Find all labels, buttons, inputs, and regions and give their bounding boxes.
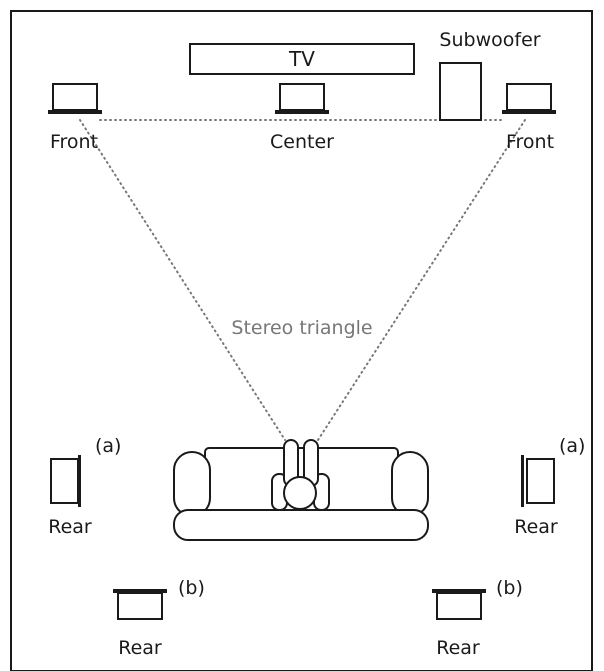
rear-left-b-label: Rear xyxy=(118,637,162,659)
listener xyxy=(271,439,330,511)
stereo-triangle-right-edge xyxy=(317,119,526,441)
stereo-triangle-left-edge xyxy=(79,119,286,441)
rear-left-b-tag: (b) xyxy=(178,577,205,599)
rear-left-a-tag: (a) xyxy=(95,435,121,457)
sofa xyxy=(173,447,429,541)
front-left-speaker xyxy=(48,83,102,114)
rear-right-b-label: Rear xyxy=(436,637,480,659)
sofa-left-arm xyxy=(173,451,211,517)
tv-shape xyxy=(189,43,415,75)
sofa-seat xyxy=(173,509,429,541)
rear-left-a-label: Rear xyxy=(48,516,92,538)
center-label: Center xyxy=(270,131,334,153)
subwoofer-shape xyxy=(439,62,482,121)
rear-right-a-tag: (a) xyxy=(559,435,585,457)
sofa-right-arm xyxy=(391,451,429,517)
stereo-triangle-label: Stereo triangle xyxy=(231,317,372,339)
diagram-frame xyxy=(10,10,593,671)
center-speaker xyxy=(275,83,329,114)
rear-left-b-speaker xyxy=(113,589,167,620)
front-left-label: Front xyxy=(50,131,98,153)
rear-right-b-speaker xyxy=(432,589,486,620)
tv-label: TV xyxy=(288,47,315,71)
rear-left-a-speaker xyxy=(50,455,81,507)
subwoofer-label: Subwoofer xyxy=(439,29,540,51)
rear-right-b-tag: (b) xyxy=(496,577,523,599)
listener-head xyxy=(283,476,317,510)
rear-right-a-label: Rear xyxy=(514,516,558,538)
rear-right-a-speaker xyxy=(521,455,555,507)
front-right-label: Front xyxy=(506,131,554,153)
front-right-speaker xyxy=(502,83,556,114)
